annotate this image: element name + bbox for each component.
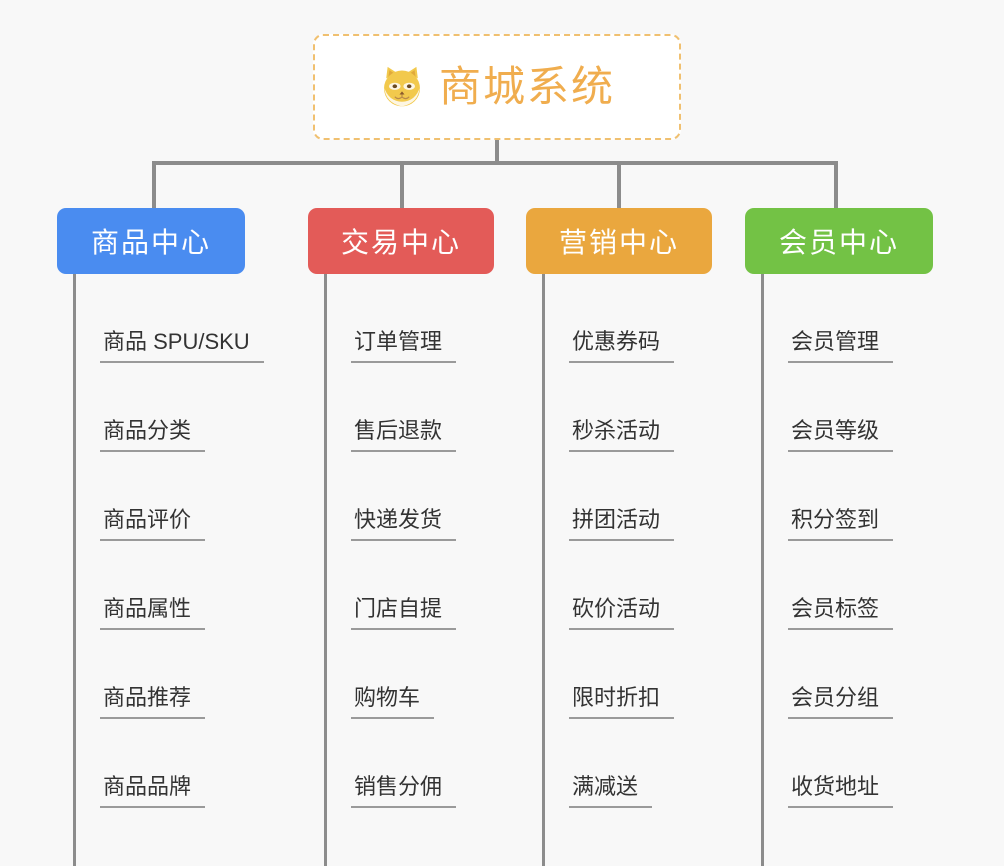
connector-drop-3 (617, 161, 621, 208)
category-header-trade[interactable]: 交易中心 (308, 208, 494, 274)
leaf-label: 商品评价 (100, 509, 206, 541)
column-marketing: 营销中心 优惠券码 秒杀活动 拼团活动 砍价活动 限时折扣 满减送 (526, 208, 712, 866)
column-trade: 交易中心 订单管理 售后退款 快递发货 门店自提 购物车 销售分佣 (308, 208, 494, 866)
leaf-label: 砍价活动 (569, 598, 675, 630)
shiba-dog-icon (379, 64, 425, 110)
leaf-label: 积分签到 (788, 509, 894, 541)
leaf-item[interactable]: 商品属性 (73, 541, 245, 630)
leaf-item[interactable]: 秒杀活动 (542, 363, 712, 452)
category-header-marketing[interactable]: 营销中心 (526, 208, 712, 274)
category-header-product[interactable]: 商品中心 (57, 208, 245, 274)
leaf-item[interactable]: 会员分组 (761, 630, 933, 719)
leaf-label: 购物车 (351, 687, 435, 719)
leaf-label: 会员分组 (788, 687, 894, 719)
leaf-list-marketing: 优惠券码 秒杀活动 拼团活动 砍价活动 限时折扣 满减送 (542, 274, 712, 866)
leaf-label: 商品分类 (100, 420, 206, 452)
leaf-label: 优惠券码 (569, 331, 675, 363)
leaf-spine (324, 274, 327, 866)
leaf-label: 满减送 (569, 776, 653, 808)
leaf-spine (542, 274, 545, 866)
leaf-item[interactable]: 会员等级 (761, 363, 933, 452)
leaf-item[interactable]: 订单管理 (324, 274, 494, 363)
leaf-item[interactable]: 售后退款 (324, 363, 494, 452)
leaf-item[interactable]: 商品 SPU/SKU (73, 274, 264, 363)
category-title: 交易中心 (340, 227, 461, 258)
leaf-list-product: 商品 SPU/SKU 商品分类 商品评价 商品属性 商品推荐 商品品牌 (73, 274, 264, 866)
leaf-item[interactable]: 商品分类 (73, 363, 245, 452)
leaf-label: 商品推荐 (100, 687, 206, 719)
category-header-member[interactable]: 会员中心 (745, 208, 933, 274)
leaf-label: 售后退款 (351, 420, 457, 452)
leaf-spine (761, 274, 764, 866)
leaf-label: 限时折扣 (569, 687, 675, 719)
leaf-item[interactable]: 满减送 (542, 719, 712, 808)
leaf-item[interactable]: 门店自提 (324, 541, 494, 630)
leaf-item[interactable]: 拼团活动 (542, 452, 712, 541)
leaf-item[interactable]: 收货地址 (761, 719, 933, 808)
leaf-label: 收货地址 (788, 776, 894, 808)
leaf-label: 商品 SPU/SKU (100, 331, 264, 363)
category-title: 营销中心 (558, 227, 679, 258)
leaf-item[interactable]: 商品推荐 (73, 630, 245, 719)
leaf-list-trade: 订单管理 售后退款 快递发货 门店自提 购物车 销售分佣 (324, 274, 494, 866)
leaf-item[interactable]: 商品品牌 (73, 719, 245, 808)
leaf-item[interactable]: 购物车 (324, 630, 494, 719)
category-title: 商品中心 (90, 227, 211, 258)
leaf-item[interactable]: 会员管理 (761, 274, 933, 363)
column-member: 会员中心 会员管理 会员等级 积分签到 会员标签 会员分组 收货地址 (745, 208, 933, 866)
leaf-item[interactable]: 砍价活动 (542, 541, 712, 630)
leaf-label: 拼团活动 (569, 509, 675, 541)
mindmap-canvas: 商城系统 商品中心 商品 SPU/SKU 商品分类 商品评价 商品属性 商品推荐… (57, 34, 933, 866)
connector-bus (152, 161, 836, 165)
category-title: 会员中心 (778, 227, 899, 258)
leaf-label: 门店自提 (351, 598, 457, 630)
leaf-label: 销售分佣 (351, 776, 457, 808)
leaf-item[interactable]: 销售分佣 (324, 719, 494, 808)
leaf-label: 秒杀活动 (569, 420, 675, 452)
leaf-item[interactable]: 积分签到 (761, 452, 933, 541)
leaf-item[interactable]: 商品评价 (73, 452, 245, 541)
leaf-item[interactable]: 会员标签 (761, 541, 933, 630)
leaf-label: 快递发货 (351, 509, 457, 541)
leaf-item[interactable]: 优惠券码 (542, 274, 712, 363)
root-node[interactable]: 商城系统 (313, 34, 681, 140)
leaf-label: 订单管理 (351, 331, 457, 363)
leaf-list-member: 会员管理 会员等级 积分签到 会员标签 会员分组 收货地址 (761, 274, 933, 866)
column-product: 商品中心 商品 SPU/SKU 商品分类 商品评价 商品属性 商品推荐 商品品牌 (57, 208, 264, 866)
leaf-label: 会员标签 (788, 598, 894, 630)
connector-drop-2 (400, 161, 404, 208)
leaf-label: 商品品牌 (100, 776, 206, 808)
leaf-spine (73, 274, 76, 866)
root-title: 商城系统 (438, 63, 615, 110)
leaf-label: 会员等级 (788, 420, 894, 452)
connector-drop-4 (834, 161, 838, 208)
connector-root-stem (495, 140, 499, 162)
leaf-item[interactable]: 限时折扣 (542, 630, 712, 719)
leaf-label: 会员管理 (788, 331, 894, 363)
connector-drop-1 (152, 161, 156, 208)
leaf-item[interactable]: 快递发货 (324, 452, 494, 541)
leaf-label: 商品属性 (100, 598, 206, 630)
